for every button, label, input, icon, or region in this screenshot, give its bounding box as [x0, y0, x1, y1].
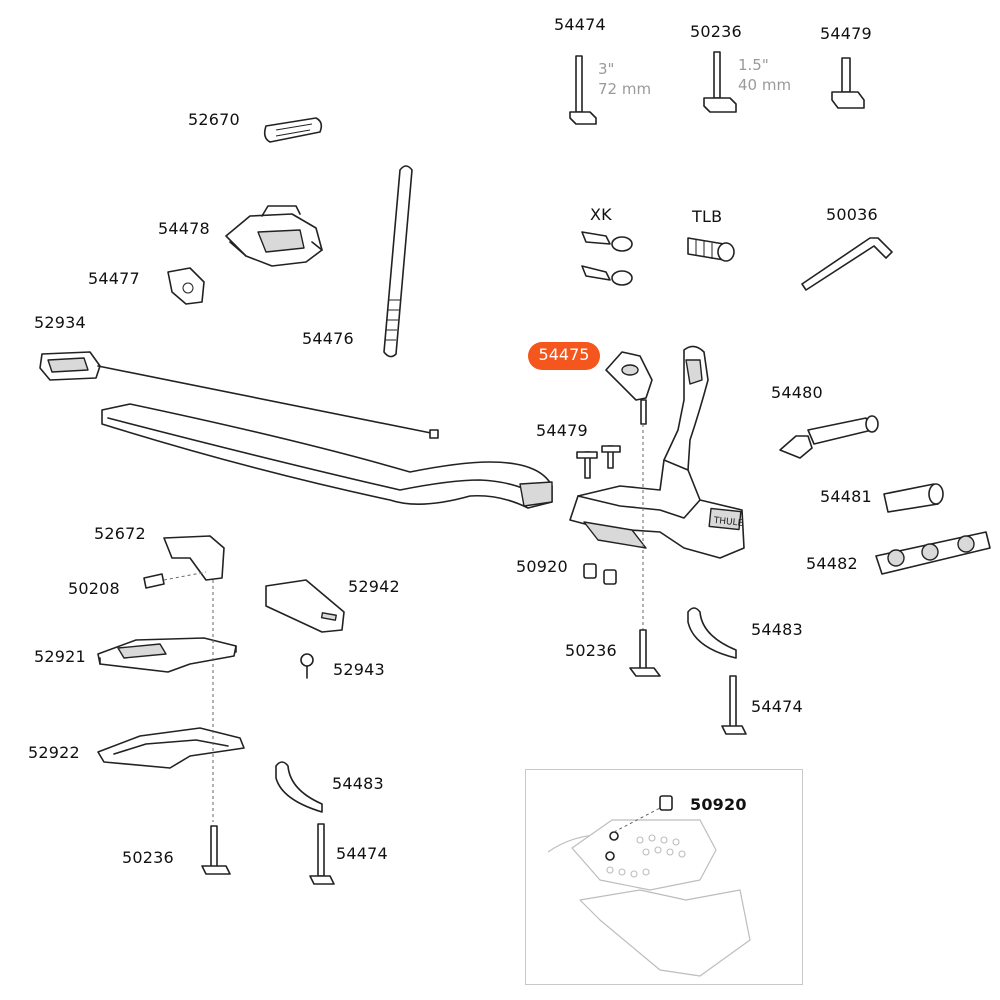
part-label-54479-top: 54479 [820, 24, 872, 43]
main-body: THULE [569, 345, 745, 559]
key-xk-1 [581, 231, 633, 252]
part-label-54480: 54480 [771, 383, 823, 402]
knob-54475 [605, 351, 653, 425]
part-label-54476: 54476 [302, 329, 354, 348]
part-label-54477: 54477 [88, 269, 140, 288]
inset-drawing [547, 795, 751, 977]
part-label-52922: 52922 [28, 743, 80, 762]
part-label-52934: 52934 [34, 313, 86, 332]
plate-52921 [97, 637, 237, 673]
part-label-52942: 52942 [348, 577, 400, 596]
clamp-54483-right [687, 607, 737, 659]
part-label-54478: 54478 [158, 219, 210, 238]
bolt-50236-length-imperial: 1.5" [738, 56, 769, 74]
part-label-50236-top: 50236 [690, 22, 742, 41]
part-label-50036: 50036 [826, 205, 878, 224]
clip-54477 [167, 267, 205, 305]
lock-tlb [687, 237, 735, 262]
bolt-50236-mid [629, 629, 661, 677]
screw-52943 [300, 653, 314, 679]
wheel-tray [101, 403, 553, 509]
caps-50920 [583, 563, 617, 585]
bolt-54474-bottom [309, 823, 335, 885]
part-label-52921: 52921 [34, 647, 86, 666]
part-label-54474-right: 54474 [751, 697, 803, 716]
brand-logo: THULE [712, 516, 744, 529]
part-label-54481: 54481 [820, 487, 872, 506]
detail-inset [525, 769, 803, 985]
part-label-50208: 50208 [68, 579, 120, 598]
part-label-50920: 50920 [516, 557, 568, 576]
bolt-54479-top [831, 57, 865, 109]
pad-52670 [263, 117, 323, 143]
bolt-50236-top [703, 51, 737, 113]
screws-54482 [875, 531, 991, 575]
bolt-54474-right [721, 675, 747, 735]
bracket-52672 [163, 535, 225, 581]
part-label-50920-inset: 50920 [690, 795, 747, 814]
cylinder-54481 [883, 483, 944, 513]
pin-guide-line [163, 571, 207, 581]
part-label-54474-bottom: 54474 [336, 844, 388, 863]
part-label-52670: 52670 [188, 110, 240, 129]
inset-hole-grid [606, 834, 686, 878]
part-label-54482: 54482 [806, 554, 858, 573]
part-label-54475: 54475 [538, 345, 590, 364]
strap-54476 [383, 165, 413, 358]
cradle-54478 [225, 205, 323, 267]
cable-52934 [39, 351, 439, 439]
part-label-xk: XK [590, 205, 612, 224]
part-label-54483-bottom: 54483 [332, 774, 384, 793]
clamp-54483-bottom [275, 761, 323, 813]
part-label-54474-top: 54474 [554, 15, 606, 34]
part-label-52943: 52943 [333, 660, 385, 679]
bolt-54474-length-imperial: 3" [598, 60, 615, 78]
bolt-54480 [779, 415, 879, 459]
frame-52922 [97, 727, 245, 769]
part-label-54483-right: 54483 [751, 620, 803, 639]
highlight-badge [528, 342, 600, 370]
part-label-50236-mid: 50236 [565, 641, 617, 660]
inset-cap-50920 [659, 795, 673, 811]
part-label-tlb: TLB [692, 207, 723, 226]
bolt-50236-length-metric: 40 mm [738, 76, 792, 94]
pin-50208 [143, 573, 165, 589]
part-label-54479-mid: 54479 [536, 421, 588, 440]
bolt-50236-bottom [201, 825, 231, 875]
key-xk-2 [581, 265, 633, 286]
part-label-52672: 52672 [94, 524, 146, 543]
part-label-50236-bottom: 50236 [122, 848, 174, 867]
bolt-54474-length-metric: 72 mm [598, 80, 652, 98]
hex-key-50036 [801, 237, 893, 291]
clamp-52942 [265, 579, 345, 633]
bolt-54479-mid [576, 445, 621, 479]
bolt-54474-top [569, 55, 597, 125]
